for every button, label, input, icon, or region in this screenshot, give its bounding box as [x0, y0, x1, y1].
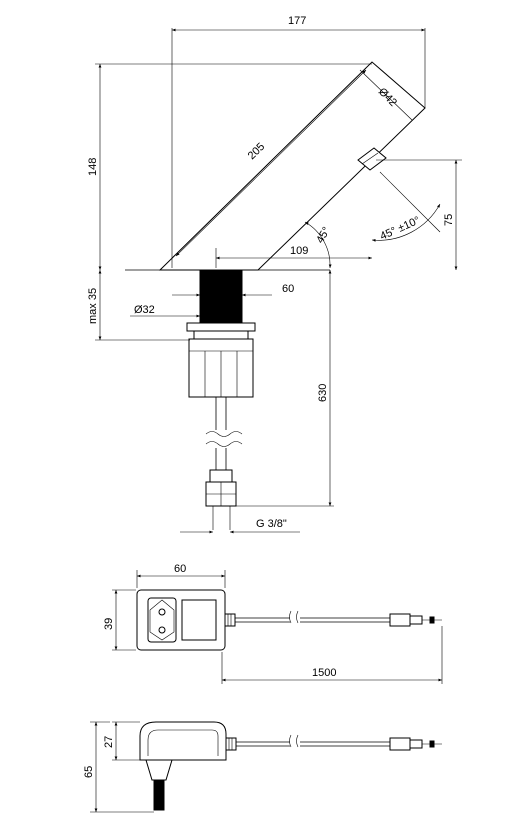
- washer: [186, 322, 256, 332]
- faucet-view: 177 148 205 Ø42 75 45° ±10° 45° 109 60 m…: [87, 15, 462, 534]
- dim-39: 39: [103, 618, 115, 630]
- dim-630: 630: [317, 384, 329, 402]
- adapter-side-view: 27 65: [83, 721, 442, 813]
- hose-connector: [209, 469, 233, 483]
- dim-60-stud: 60: [282, 283, 294, 295]
- adapter-top-view: 60 39 1500: [103, 563, 443, 684]
- dim-109: 109: [290, 245, 308, 257]
- dim-45-angle: 45°: [314, 225, 333, 245]
- dim-177: 177: [288, 15, 306, 27]
- dim-65: 65: [83, 766, 95, 778]
- dim-1500: 1500: [312, 667, 336, 679]
- dim-45-tolerance: 45° ±10°: [378, 215, 422, 243]
- adapter-side-body: [139, 721, 227, 761]
- dim-27: 27: [103, 736, 115, 748]
- dim-g-thread: G 3/8": [256, 518, 287, 530]
- dim-60-adapter: 60: [174, 563, 186, 575]
- dim-205: 205: [246, 141, 268, 162]
- dim-max-35: max 35: [87, 288, 99, 324]
- dim-148: 148: [87, 158, 99, 176]
- threaded-stud: [199, 270, 243, 324]
- dim-diameter-32: Ø32: [134, 304, 155, 316]
- dim-75: 75: [443, 214, 455, 226]
